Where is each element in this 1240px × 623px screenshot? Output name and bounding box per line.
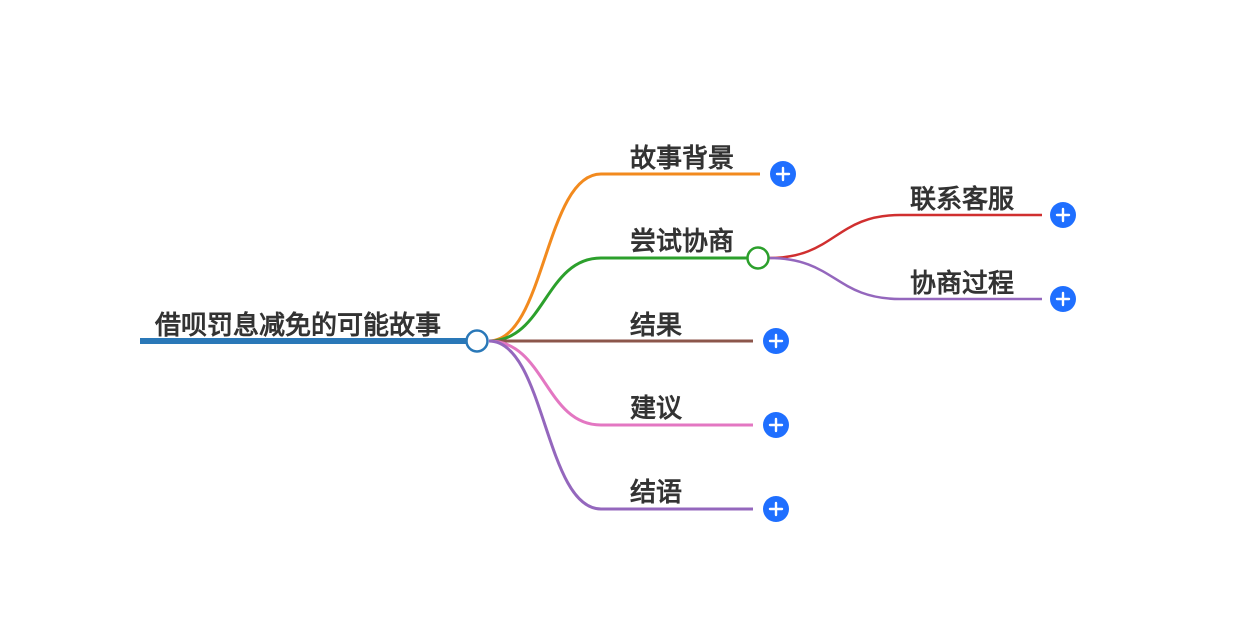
expand-negotiation-process-button[interactable]	[1050, 286, 1076, 312]
expand-result-button[interactable]	[763, 328, 789, 354]
node-conclusion[interactable]: 结语	[630, 478, 682, 508]
root-collapse-toggle[interactable]	[465, 329, 489, 353]
edge-story-background	[488, 172, 760, 343]
plus-icon	[768, 501, 784, 517]
edge-conclusion	[488, 339, 753, 511]
root-label: 借呗罚息减免的可能故事	[154, 310, 441, 341]
node-try-negotiation[interactable]: 尝试协商	[630, 226, 734, 257]
node-negotiation-process[interactable]: 协商过程	[910, 268, 1014, 299]
node-result[interactable]: 结果	[630, 311, 682, 341]
plus-icon	[768, 333, 784, 349]
node-label: 尝试协商	[630, 226, 734, 257]
node-story-background[interactable]: 故事背景	[630, 144, 734, 174]
expand-contact-service-button[interactable]	[1050, 202, 1076, 228]
edge-contact-service	[768, 213, 1042, 260]
node-label: 结语	[630, 478, 682, 508]
node-label: 协商过程	[910, 268, 1014, 299]
plus-icon	[768, 417, 784, 433]
node-contact-service[interactable]: 联系客服	[910, 184, 1015, 215]
plus-icon	[775, 166, 791, 182]
node-advice[interactable]: 建议	[630, 394, 683, 424]
plus-icon	[1055, 291, 1071, 307]
expand-advice-button[interactable]	[763, 412, 789, 438]
expand-story-background-button[interactable]	[770, 161, 796, 187]
expand-conclusion-button[interactable]	[763, 496, 789, 522]
edge-advice	[488, 339, 753, 427]
node-label: 故事背景	[630, 144, 734, 174]
try-negotiation-collapse-toggle[interactable]	[746, 246, 770, 270]
plus-icon	[1055, 207, 1071, 223]
node-label: 建议	[630, 394, 683, 424]
edge-try-negotiation	[488, 256, 747, 343]
node-label: 联系客服	[910, 184, 1015, 215]
node-label: 结果	[630, 311, 682, 341]
edge-negotiation-process	[768, 256, 1042, 301]
root-node[interactable]: 借呗罚息减免的可能故事	[140, 310, 477, 344]
